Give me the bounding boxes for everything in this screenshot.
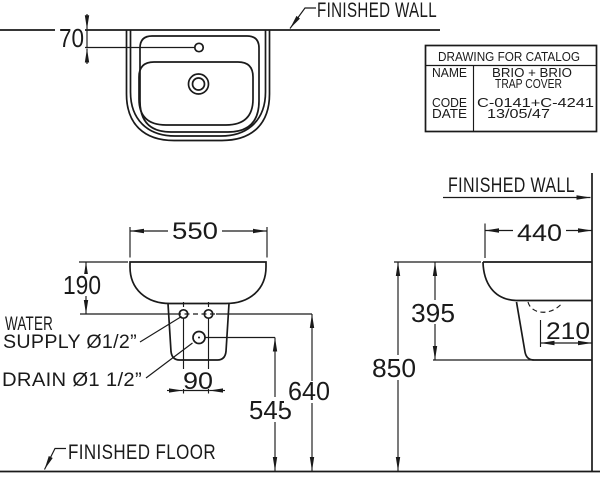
water-supply-leader [139,316,182,343]
table-name-label: NAME [432,65,467,80]
dimension-value-70: 70 [59,23,84,53]
dimension-value-640: 640 [288,376,330,406]
dimension-545: 545 [205,336,296,471]
dimension-value-550: 550 [172,218,218,245]
side-view: FINISHED WALL 440 395 850 210 [368,173,593,472]
dimension-value-395: 395 [411,298,455,328]
floor: FINISHED FLOOR [0,441,600,473]
basin-top-outer-outline [125,30,271,142]
drain-leader [145,342,193,379]
label-mask [407,300,459,324]
water-supply-label-line1: WATER [5,314,53,335]
drain-outlet-center [198,336,200,339]
faucet-hole [193,42,205,53]
callouts: WATER SUPPLY Ø1/2” DRAIN Ø1 1/2” [2,314,193,391]
dimension-70: 70 [55,14,90,64]
dimension-395: 395 [407,262,534,361]
label-mask [368,355,420,380]
table-border [424,44,598,133]
dimension-value-190: 190 [63,270,101,300]
basin-top-shell-outline [129,30,267,137]
dimension-550: 550 [129,218,268,258]
water-supply-hole-left [178,308,189,320]
drain-outlet [192,330,206,345]
dimension-value-210: 210 [546,318,590,345]
floor-label-leader [43,447,66,470]
dimension-850: 850 [368,262,420,471]
table-name-value-line1: BRIO + BRIO [492,65,572,80]
finished-floor-label: FINISHED FLOOR [68,441,216,464]
table-title: DRAWING FOR CATALOG [438,49,580,64]
dimension-90: 90 [167,368,225,395]
water-supply-label-line2: SUPPLY Ø1/2” [3,332,137,353]
label-mask [179,369,217,389]
basin-front-outline [129,261,267,305]
dimension-value-850: 850 [372,353,416,383]
table-code-label: CODE [432,95,467,110]
finished-wall-top-label: FINISHED WALL [317,0,437,22]
dimension-440: 440 [484,220,592,258]
basin-side-front-curve [482,261,517,302]
top-view: 70 FINISHED WALL [0,0,440,142]
wall-label-leader [289,7,316,29]
dimension-value-440: 440 [517,220,562,247]
drain-hole-outer [187,73,210,95]
trap-cover-front-outline [167,303,230,361]
label-mask [168,221,222,241]
front-view: 550 190 90 545 640 [2,218,334,471]
dimension-value-90: 90 [183,368,213,395]
basin-top-bowl [138,61,254,126]
label-mask [284,381,334,403]
drain-hole-inner [191,77,206,91]
label-mask [59,274,105,296]
dimension-190: 190 [59,261,128,314]
finished-wall-side-label: FINISHED WALL [448,174,575,197]
trap-cover-hidden-edge [527,301,563,313]
table-code-value: C-0141+C-4241 [477,95,594,110]
table-date-label: DATE [432,106,467,121]
drain-label: DRAIN Ø1 1/2” [2,370,142,391]
catalog-table: DRAWING FOR CATALOG NAME BRIO + BRIO TRA… [424,44,598,133]
table-name-value-line2: TRAP COVER [495,76,562,91]
water-supply-hole-right [203,308,214,320]
table-date-value: 13/05/47 [487,106,550,121]
dimension-210: 210 [539,318,592,347]
dimension-640: 640 [284,314,334,471]
basin-top-rim [139,35,260,133]
label-mask [513,222,566,243]
label-mask [55,26,85,49]
